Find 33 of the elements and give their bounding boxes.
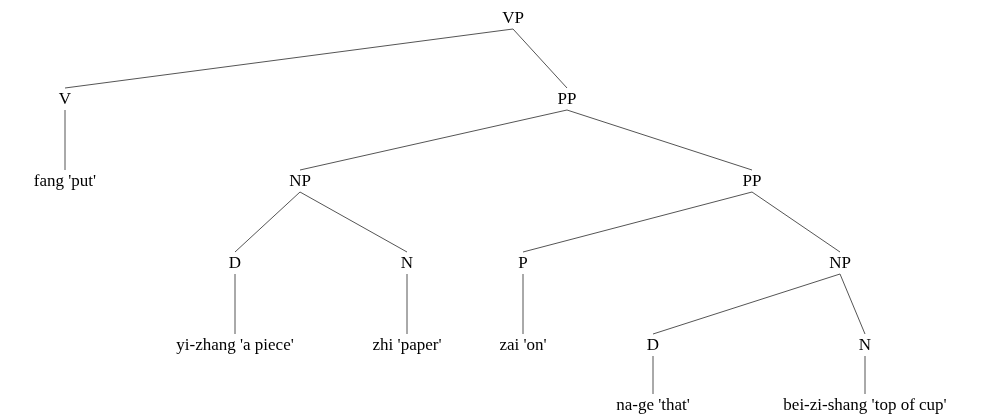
tree-label: zhi 'paper' xyxy=(372,335,442,355)
tree-branch xyxy=(299,191,408,253)
tree-label: zai 'on' xyxy=(499,335,547,355)
tree-label: bei-zi-shang 'top of cup' xyxy=(783,395,947,415)
tree-label: D xyxy=(228,253,242,273)
tree-label: D xyxy=(646,335,660,355)
tree-label: na-ge 'that' xyxy=(616,395,690,415)
tree-label: NP xyxy=(829,253,851,273)
tree-branch xyxy=(234,191,301,253)
tree-label: N xyxy=(400,253,414,273)
tree-branch xyxy=(512,28,568,89)
tree-label: NP xyxy=(289,171,311,191)
tree-branch xyxy=(64,28,514,89)
tree-branch xyxy=(652,355,654,395)
tree-label: PP xyxy=(742,171,762,191)
tree-label: PP xyxy=(557,89,577,109)
tree-branch xyxy=(751,191,841,253)
tree-label: fang 'put' xyxy=(33,171,97,191)
tree-branch xyxy=(64,109,66,171)
tree-branch xyxy=(299,109,568,171)
tree-label: VP xyxy=(502,8,524,28)
tree-branch xyxy=(652,273,841,335)
tree-label: P xyxy=(518,253,528,273)
tree-label: yi-zhang 'a piece' xyxy=(176,335,294,355)
tree-branch xyxy=(566,109,753,171)
tree-branch xyxy=(234,273,236,335)
tree-label: V xyxy=(58,89,72,109)
tree-branch xyxy=(522,191,753,253)
tree-branch xyxy=(522,273,524,335)
tree-branch xyxy=(864,355,866,395)
tree-branch xyxy=(839,273,866,335)
tree-branch xyxy=(406,273,408,335)
tree-label: N xyxy=(858,335,872,355)
